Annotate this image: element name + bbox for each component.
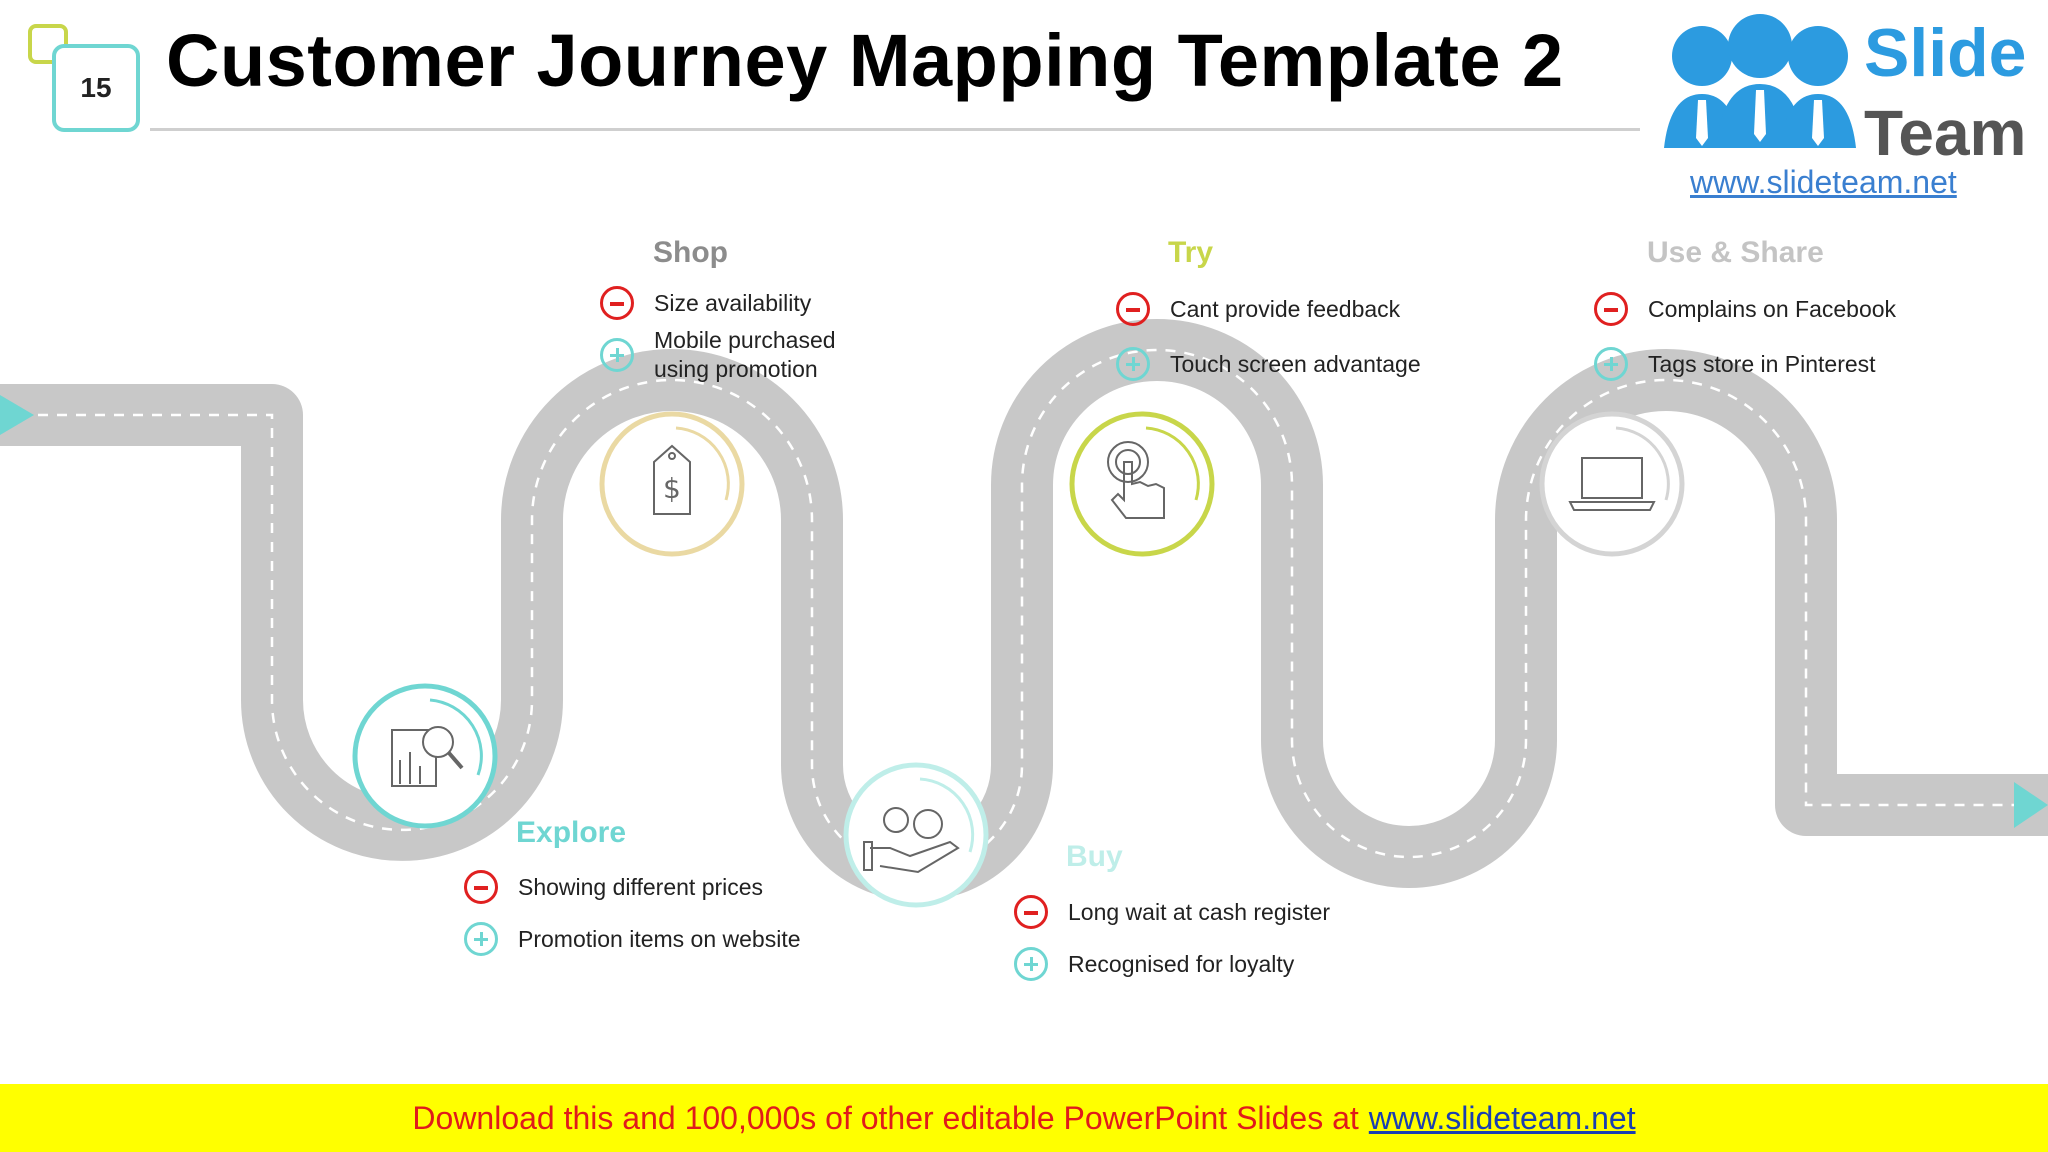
coins-hand-icon <box>863 807 960 874</box>
svg-text:$: $ <box>663 472 681 505</box>
buy-positive-text: Recognised for loyalty <box>1068 950 1295 977</box>
people-logo-icon <box>1664 14 1856 148</box>
plus-circle-icon <box>1594 347 1628 381</box>
explore-positive-text: Promotion items on website <box>518 925 801 952</box>
start-arrow-icon <box>0 395 34 435</box>
minus-circle-icon <box>464 870 498 904</box>
plus-circle-icon <box>464 922 498 956</box>
minus-circle-icon <box>1116 292 1150 326</box>
banner-text: Download this and 100,000s of other edit… <box>412 1099 1359 1136</box>
try-negative: Cant provide feedback <box>1116 292 1400 326</box>
logo-url-link[interactable]: www.slideteam.net <box>1690 164 1957 200</box>
plus-circle-icon <box>600 338 634 372</box>
shop-positive: Mobile purchased using promotion <box>600 326 880 384</box>
shop-title: Shop <box>653 236 728 269</box>
page-title: Customer Journey Mapping Template 2 <box>166 19 1564 102</box>
minus-circle-icon <box>1594 292 1628 326</box>
slide-number-badge: 15 <box>28 24 144 136</box>
download-banner: Download this and 100,000s of other edit… <box>0 1084 2048 1152</box>
buy-negative-text: Long wait at cash register <box>1068 898 1331 925</box>
shop-positive-text: Mobile purchased using promotion <box>654 327 836 382</box>
shop-negative-text: Size availability <box>654 289 812 316</box>
explore-negative: Showing different prices <box>464 870 763 904</box>
use-share-negative-text: Complains on Facebook <box>1648 295 1897 322</box>
road-lane-line <box>0 348 2048 872</box>
end-arrow-icon <box>2014 782 2048 828</box>
use-share-node <box>1539 411 1685 557</box>
try-node <box>1069 411 1215 557</box>
plus-circle-icon <box>1116 347 1150 381</box>
try-title: Try <box>1168 236 1214 269</box>
shop-negative: Size availability <box>600 286 811 320</box>
road-asphalt <box>0 319 2048 901</box>
try-positive-text: Touch screen advantage <box>1170 350 1421 377</box>
laptop-icon <box>1568 457 1656 511</box>
try-positive: Touch screen advantage <box>1116 347 1421 381</box>
minus-circle-icon <box>1014 895 1048 929</box>
explore-node <box>352 683 498 829</box>
buy-title: Buy <box>1066 840 1123 873</box>
use-share-title: Use & Share <box>1647 236 1824 269</box>
explore-negative-text: Showing different prices <box>518 873 764 900</box>
buy-positive: Recognised for loyalty <box>1014 947 1294 981</box>
banner-link[interactable]: www.slideteam.net <box>1368 1099 1636 1136</box>
logo-team-text: Team <box>1864 97 2027 169</box>
slide-number: 15 <box>52 44 140 132</box>
buy-node <box>843 762 989 908</box>
explore-positive: Promotion items on website <box>464 922 801 956</box>
analytics-search-icon <box>391 726 464 787</box>
plus-circle-icon <box>1014 947 1048 981</box>
logo-slide-text: Slide <box>1864 15 2027 91</box>
buy-negative: Long wait at cash register <box>1014 895 1330 929</box>
touch-hand-icon <box>1107 441 1165 519</box>
try-negative-text: Cant provide feedback <box>1170 295 1401 322</box>
use-share-negative: Complains on Facebook <box>1594 292 1896 326</box>
shop-node: $ <box>599 411 745 557</box>
use-share-positive-text: Tags store in Pinterest <box>1648 350 1876 377</box>
title-divider <box>150 128 1650 131</box>
minus-circle-icon <box>600 286 634 320</box>
use-share-positive: Tags store in Pinterest <box>1594 347 1876 381</box>
explore-title: Explore <box>516 816 627 849</box>
price-tag-icon: $ <box>653 444 691 515</box>
